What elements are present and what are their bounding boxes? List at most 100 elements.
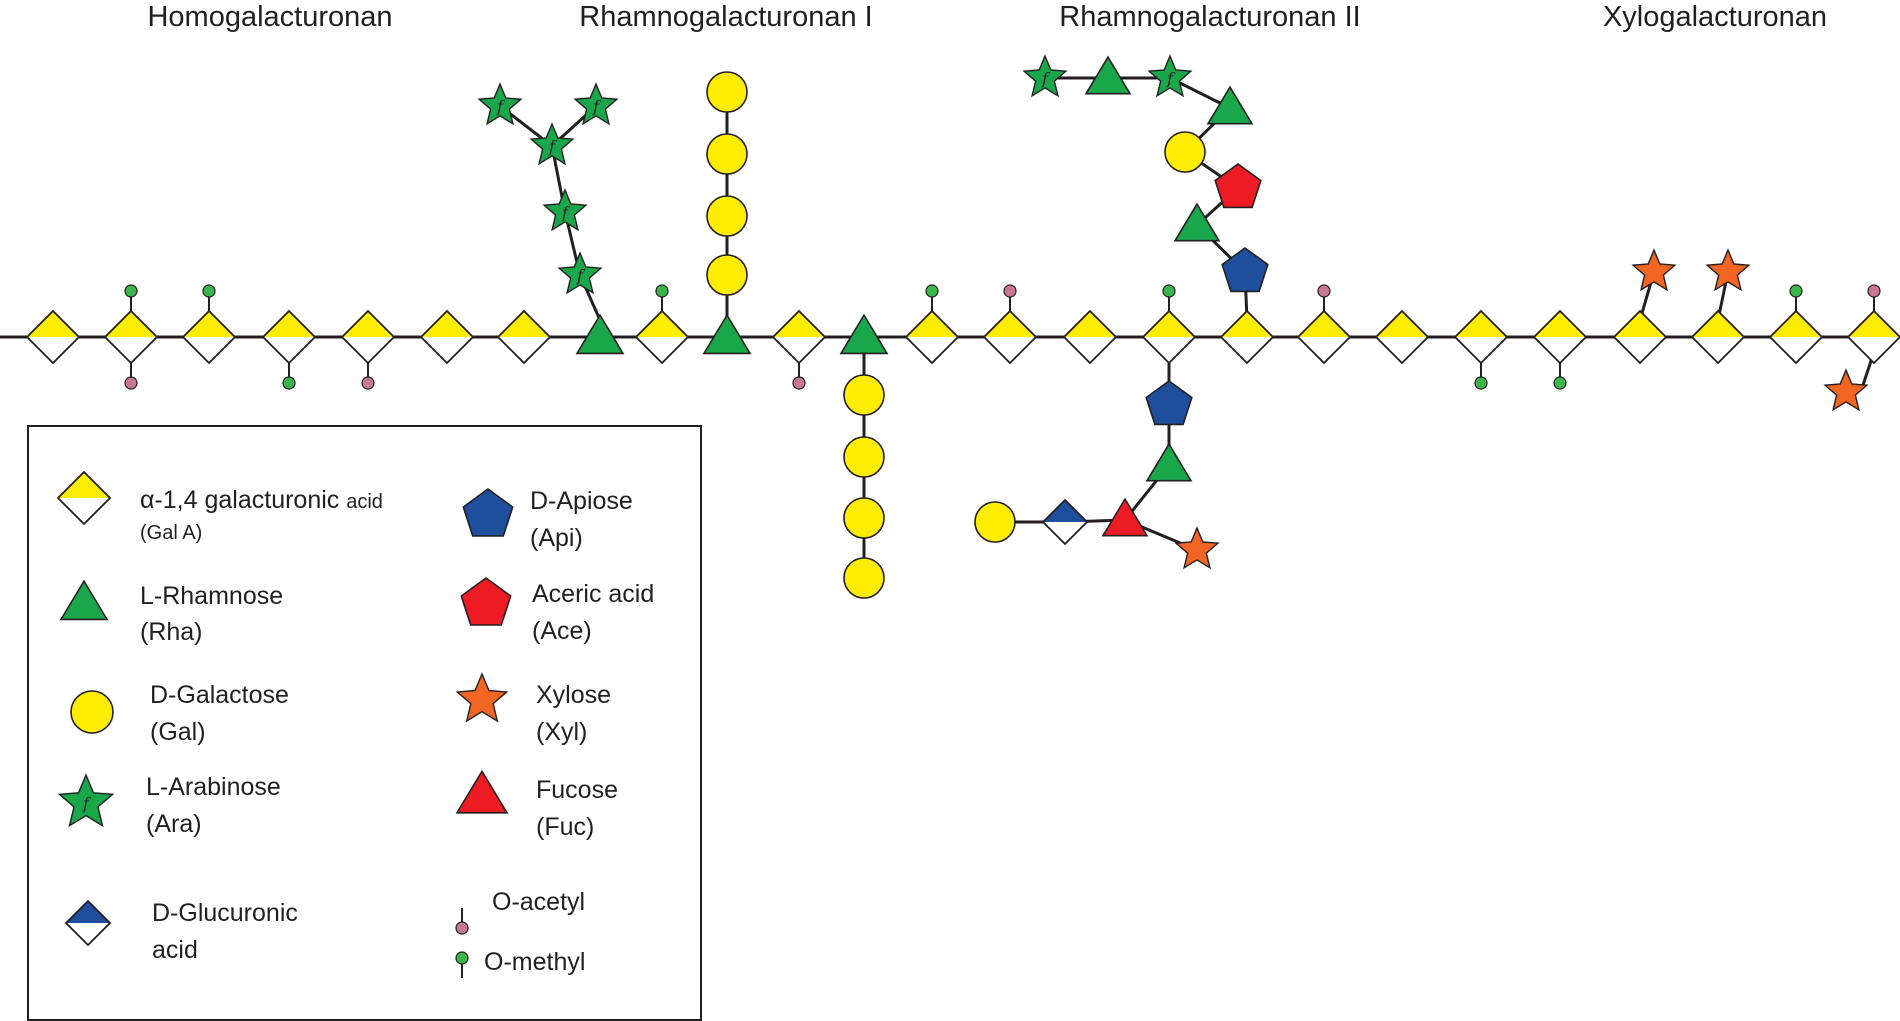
green-star-icon: f bbox=[57, 773, 115, 828]
arabinose-furanose-label: f bbox=[576, 266, 586, 285]
arabinose-furanose-label: f bbox=[561, 203, 571, 222]
xylose-residue bbox=[1174, 526, 1220, 570]
legend-gal-a-name: α-1,4 galacturonic bbox=[140, 486, 339, 514]
methyl-pin-icon bbox=[282, 363, 296, 390]
galacturonic-acid-residue bbox=[1768, 309, 1824, 365]
galacturonic-acid-residue bbox=[1219, 309, 1275, 365]
residues: f f f f f f f bbox=[25, 54, 1900, 599]
galacturonic-acid-residue bbox=[340, 309, 396, 365]
galactose-residue bbox=[843, 374, 885, 416]
arabinose-furanose-label: f bbox=[82, 794, 92, 813]
rhamnose-residue bbox=[1173, 202, 1221, 242]
red-triangle-icon bbox=[455, 769, 509, 814]
legend-label-api: D-Apiose bbox=[530, 487, 633, 515]
legend-label-ace: Aceric acid bbox=[532, 580, 654, 608]
arabinose-furanose-label: f bbox=[1166, 69, 1176, 88]
arabinose-furanose-label: f bbox=[592, 97, 602, 116]
methyl-pin-icon bbox=[124, 284, 138, 311]
methyl-pin-icon bbox=[202, 284, 216, 311]
blue-pentagon-icon bbox=[462, 488, 514, 537]
methyl-pin-icon bbox=[655, 284, 669, 311]
galacturonic-acid-residue bbox=[1453, 309, 1509, 365]
rhamnose-residue bbox=[1206, 85, 1254, 125]
galactose-residue bbox=[706, 254, 748, 296]
acetyl-pin-icon bbox=[1317, 284, 1331, 311]
legend-icons: f bbox=[56, 470, 514, 978]
red-pentagon-icon bbox=[460, 577, 512, 626]
fucose-residue bbox=[1101, 497, 1149, 537]
legend-label-gal: D-Galactose bbox=[150, 681, 289, 709]
galactose-residue bbox=[974, 501, 1016, 543]
rhamnose-residue bbox=[702, 313, 752, 355]
legend-abbr-gal-a: (Gal A) bbox=[140, 522, 202, 544]
galactose-residue bbox=[1164, 131, 1206, 173]
legend-gal-a-suffix: acid bbox=[346, 491, 383, 513]
galacturonic-acid-residue bbox=[1690, 309, 1746, 365]
legend-label-ara: L-Arabinose bbox=[146, 773, 281, 801]
galacturonic-acid-residue bbox=[261, 309, 317, 365]
title-xylogalacturonan: Xylogalacturonan bbox=[1603, 1, 1827, 33]
galactose-residue bbox=[706, 195, 748, 237]
galacturonic-acid-residue bbox=[904, 309, 960, 365]
arabinose-furanose-label: f bbox=[1041, 69, 1051, 88]
xylose-residue bbox=[1705, 248, 1751, 292]
galacturonic-acid-residue bbox=[1296, 309, 1352, 365]
galacturonic-acid-residue bbox=[103, 309, 159, 365]
rhamnose-residue bbox=[575, 313, 625, 355]
aceric-acid-residue bbox=[1214, 163, 1262, 209]
legend-label-methyl: O-methyl bbox=[484, 948, 585, 976]
legend-abbr-ara: (Ara) bbox=[146, 810, 202, 838]
title-rhamnogalacturonan-ii: Rhamnogalacturonan II bbox=[1059, 1, 1360, 33]
galacturonic-acid-residue bbox=[1062, 309, 1118, 365]
acetyl-pin-icon bbox=[1003, 284, 1017, 311]
methyl-pin-icon bbox=[925, 284, 939, 311]
galactose-residue bbox=[706, 71, 748, 113]
acetyl-pin-icon bbox=[361, 363, 375, 390]
acetyl-pin-icon bbox=[792, 363, 806, 390]
galactose-residue bbox=[843, 557, 885, 599]
diamond-half-blue-icon bbox=[64, 899, 112, 947]
apiose-residue bbox=[1221, 247, 1269, 293]
rhamnose-residue bbox=[839, 313, 889, 355]
legend-abbr-api: (Api) bbox=[530, 524, 583, 552]
arabinose-furanose-label: f bbox=[548, 137, 558, 156]
galacturonic-acid-residue bbox=[1846, 309, 1900, 365]
galactose-residue bbox=[706, 133, 748, 175]
arabinose-residue: f bbox=[529, 122, 575, 166]
yellow-circle-icon bbox=[70, 690, 114, 734]
legend-abbr-rha: (Rha) bbox=[140, 618, 203, 646]
acetyl-pin-icon bbox=[455, 908, 469, 935]
galacturonic-acid-residue bbox=[982, 309, 1038, 365]
arabinose-residue: f bbox=[1022, 54, 1068, 98]
legend-abbr-xyl: (Xyl) bbox=[536, 718, 587, 746]
methyl-pin-icon bbox=[1789, 284, 1803, 311]
legend-abbr-gal: (Gal) bbox=[150, 718, 206, 746]
arabinose-residue: f bbox=[557, 251, 603, 295]
legend-box bbox=[27, 425, 702, 1021]
arabinose-residue: f bbox=[477, 82, 523, 126]
xylose-residue bbox=[1823, 368, 1869, 412]
arabinose-residue: f bbox=[573, 82, 619, 126]
rg2-lower-chain-link bbox=[995, 352, 1171, 524]
galacturonic-acid-residue bbox=[25, 309, 81, 365]
methyl-pin-icon bbox=[1553, 363, 1567, 390]
xylose-residue bbox=[1631, 248, 1677, 292]
arabinose-residue: f bbox=[1147, 54, 1193, 98]
galacturonic-acid-residue bbox=[634, 309, 690, 365]
methyl-pin-icon bbox=[1162, 284, 1176, 311]
galactose-residue bbox=[843, 436, 885, 478]
methyl-pin-icon bbox=[455, 951, 469, 978]
acetyl-pin-icon bbox=[1867, 284, 1881, 311]
galacturonic-acid-residue bbox=[1532, 309, 1588, 365]
galacturonic-acid-residue bbox=[181, 309, 237, 365]
glucuronic-acid-residue bbox=[1041, 498, 1089, 546]
legend-label-fuc: Fucose bbox=[536, 776, 618, 804]
title-rhamnogalacturonan-i: Rhamnogalacturonan I bbox=[579, 1, 872, 33]
legend-abbr-ace: (Ace) bbox=[532, 617, 592, 645]
title-homogalacturonan: Homogalacturonan bbox=[147, 1, 392, 33]
legend-label-gal-a: α-1,4 galacturonic acid bbox=[140, 486, 383, 514]
galacturonic-acid-residue bbox=[419, 309, 475, 365]
galacturonic-acid-residue bbox=[1141, 309, 1197, 365]
galactose-residue bbox=[843, 497, 885, 539]
